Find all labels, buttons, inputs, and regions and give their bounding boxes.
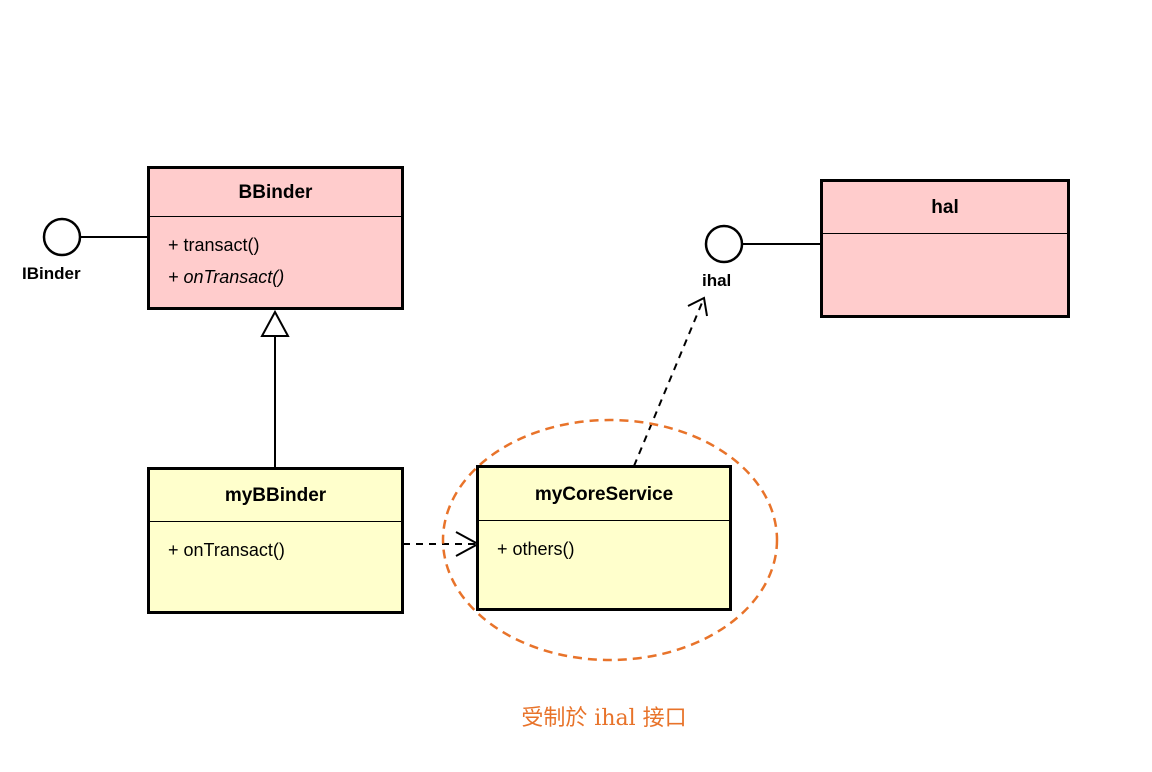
class-hal-name: hal bbox=[823, 182, 1067, 234]
class-hal[interactable]: hal bbox=[820, 179, 1070, 318]
class-mycoreservice[interactable]: myCoreService + others() bbox=[476, 465, 732, 611]
bbinder-method-ontransact: + onTransact() bbox=[168, 267, 285, 287]
mybbinder-method-ontransact: + onTransact() bbox=[168, 540, 285, 560]
class-mycoreservice-name: myCoreService bbox=[479, 468, 729, 521]
class-mybbinder-members: + onTransact() bbox=[150, 522, 401, 566]
highlight-ellipse bbox=[441, 418, 779, 662]
ibinder-interface-icon bbox=[42, 217, 82, 257]
ihal-interface-icon bbox=[704, 224, 744, 264]
class-mycoreservice-members: + others() bbox=[479, 521, 729, 565]
class-bbinder-members: + transact() + onTransact() bbox=[150, 217, 401, 293]
dependency-ihal-arrowhead-icon bbox=[687, 296, 708, 317]
class-mybbinder-name: myBBinder bbox=[150, 470, 401, 522]
class-mybbinder[interactable]: myBBinder + onTransact() bbox=[147, 467, 404, 614]
bbinder-method-transact: + transact() bbox=[168, 235, 260, 255]
class-bbinder[interactable]: BBinder + transact() + onTransact() bbox=[147, 166, 404, 310]
class-bbinder-name: BBinder bbox=[150, 169, 401, 217]
generalization-arrowhead-icon bbox=[260, 309, 290, 337]
dependency-line-to-ihal bbox=[633, 297, 705, 467]
ibinder-label: IBinder bbox=[22, 264, 81, 283]
ihal-label: ihal bbox=[702, 271, 732, 290]
mycoreservice-method-others: + others() bbox=[497, 539, 575, 559]
highlight-caption: 受制於 ihal 接口 bbox=[521, 706, 687, 731]
